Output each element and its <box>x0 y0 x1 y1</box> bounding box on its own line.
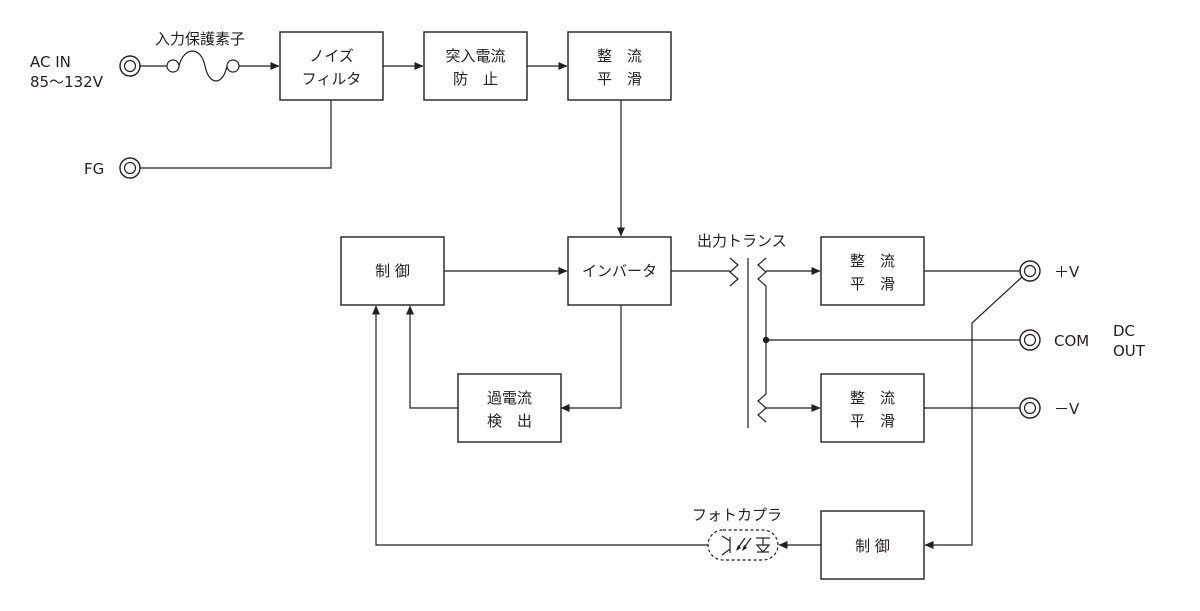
photocoupler-label: フォトカプラ <box>692 506 782 524</box>
pos-v-label: ＋V <box>1054 263 1080 281</box>
inverter-block: インバータ <box>567 236 672 306</box>
rectifier-smoothing-block-1: 整 流 平 滑 <box>567 31 672 101</box>
dc-out-label-line1: DC <box>1113 322 1135 340</box>
output-transformer-label: 出力トランス <box>697 232 787 250</box>
dc-out-label-line2: OUT <box>1113 342 1146 360</box>
photocoupler-symbol <box>707 529 779 561</box>
inverter-label: インバータ <box>582 262 657 280</box>
arrow-inverter-to-overcurrent <box>560 305 622 412</box>
rectifier-smoothing-block-neg: 整 流 平 滑 <box>820 373 925 443</box>
rectifier1-line2: 平 滑 <box>597 70 642 88</box>
inrush-line2: 防 止 <box>453 70 498 88</box>
noise-filter-block: ノイズ フィルタ <box>279 31 384 101</box>
neg-output-terminal <box>1019 397 1041 419</box>
ac-in-voltage-label: 85〜132V <box>30 73 104 91</box>
input-protection-label: 入力保護素子 <box>155 30 245 48</box>
noise-filter-line2: フィルタ <box>302 70 362 88</box>
overcurrent-line1: 過電流 <box>487 389 532 407</box>
com-output-terminal <box>1019 329 1041 351</box>
rect-neg-line1: 整 流 <box>850 389 895 407</box>
feedback-sense-wire <box>924 276 1023 549</box>
arrow-overcurrent-to-control <box>406 305 458 409</box>
fuse-symbol <box>140 50 280 82</box>
fg-terminal <box>119 157 141 179</box>
rectifier-smoothing-block-pos: 整 流 平 滑 <box>820 236 925 306</box>
rect-pos-line1: 整 流 <box>850 252 895 270</box>
rect-pos-line2: 平 滑 <box>850 275 895 293</box>
control-block-primary: 制 御 <box>340 236 445 306</box>
rect-neg-line2: 平 滑 <box>850 412 895 430</box>
arrow-photocoupler-to-control <box>372 305 708 546</box>
rectifier1-line1: 整 流 <box>597 47 642 65</box>
neg-v-label: －V <box>1054 400 1080 418</box>
overcurrent-line2: 検 出 <box>487 412 532 430</box>
ac-in-terminal <box>119 55 141 77</box>
control-block-secondary: 制 御 <box>820 510 925 580</box>
fg-label: FG <box>84 160 104 178</box>
com-label: COM <box>1054 332 1089 350</box>
ac-in-label: AC IN <box>30 53 71 71</box>
output-transformer-symbol <box>729 257 767 428</box>
control-primary-label: 制 御 <box>375 262 410 280</box>
inrush-prevention-block: 突入電流 防 止 <box>423 31 528 101</box>
pos-output-terminal <box>1019 260 1041 282</box>
control-secondary-label: 制 御 <box>855 537 890 555</box>
noise-filter-line1: ノイズ <box>309 47 354 65</box>
fg-wire <box>140 100 332 169</box>
inrush-line1: 突入電流 <box>445 47 505 65</box>
overcurrent-detection-block: 過電流 検 出 <box>457 373 562 443</box>
